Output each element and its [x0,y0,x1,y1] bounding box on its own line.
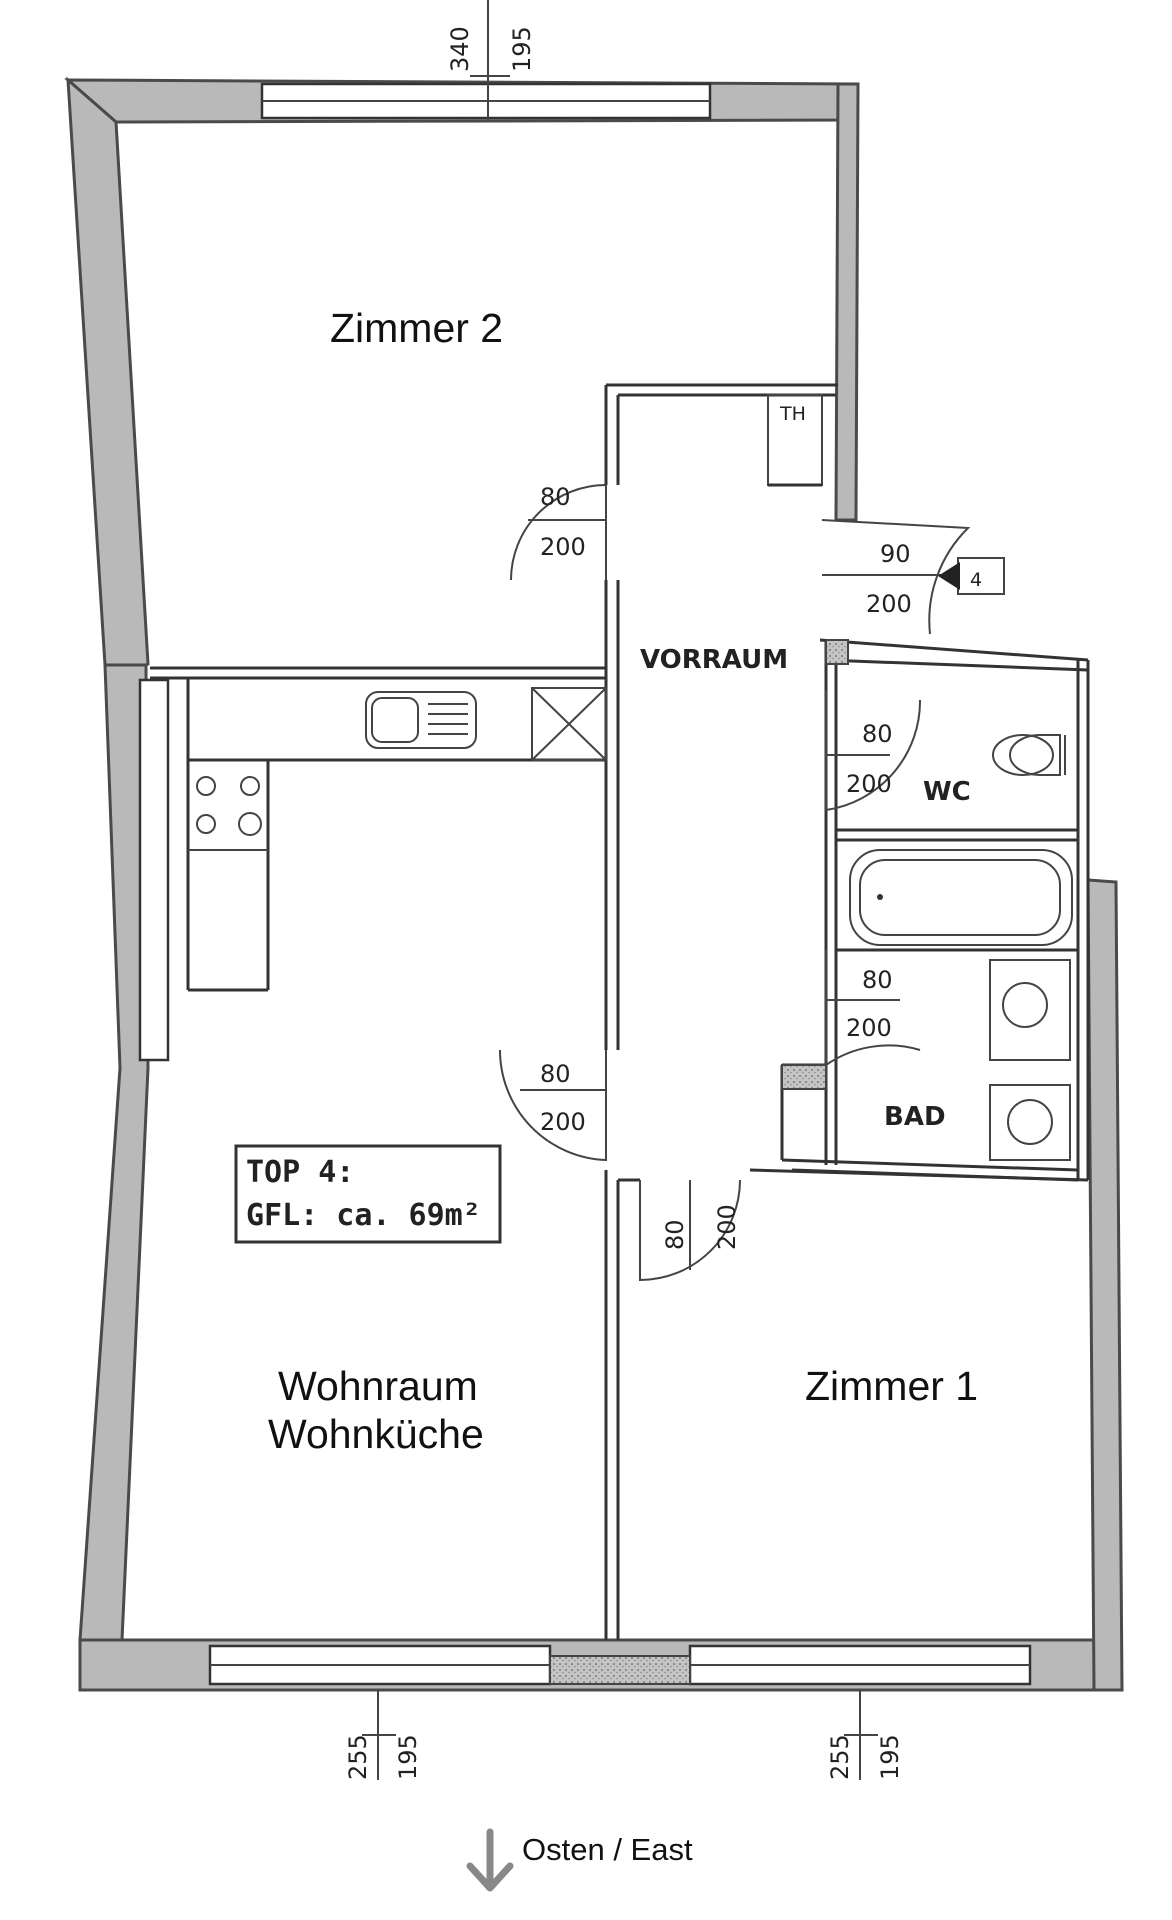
wohnraum-door-width: 80 [540,1060,571,1088]
door-swings [499,484,971,1282]
wc-toilet-icon [992,734,1066,776]
room-label-wc: WC [923,777,971,807]
room-label-wohnraum: Wohnraum [278,1363,478,1409]
zimmer1-door-height: 200 [713,1204,741,1250]
room-label-th: TH [779,403,806,425]
bottom-right-window-dim-b: 195 [876,1734,904,1780]
washing-machine-icon [989,1084,1071,1161]
unit-info-line1: TOP 4: [246,1155,354,1190]
bad-door-height: 200 [846,1014,892,1042]
zimmer2-door-width: 80 [540,483,571,511]
arrow-down-icon [466,1828,514,1892]
compass-label: Osten / East [522,1832,693,1867]
unit-info-line2: GFL: ca. 69m² [246,1198,481,1233]
room-label-wohnkueche: Wohnküche [268,1411,484,1457]
entrance-door-width: 90 [880,540,911,568]
room-label-zimmer1: Zimmer 1 [805,1363,978,1409]
entrance-door-height: 200 [866,590,912,618]
bottom-left-window-dim-b: 195 [394,1734,422,1780]
zimmer1-door-width: 80 [661,1219,689,1250]
top-window-dim-a: 340 [446,26,474,72]
bottom-left-window-dim-a: 255 [344,1734,372,1780]
washbasin-icon [989,959,1071,1061]
wc-door-width: 80 [862,720,893,748]
unit-info-box: TOP 4: GFL: ca. 69m² [234,1144,502,1244]
dimension-ticks [362,0,878,1780]
bottom-right-window-dim-a: 255 [826,1734,854,1780]
bathtub-icon [849,849,1073,946]
room-label-zimmer2: Zimmer 2 [330,305,503,351]
room-label-vorraum: VORRAUM [640,645,788,675]
top-window-dim-b: 195 [508,26,536,72]
unit-tag: 4 [938,557,1005,595]
kitchen-fixtures [186,678,607,992]
wohnraum-door-height: 200 [540,1108,586,1136]
zimmer2-door-height: 200 [540,533,586,561]
room-label-bad: BAD [884,1102,946,1132]
bad-door-width: 80 [862,966,893,994]
unit-tag-number: 4 [970,569,982,591]
window-left [138,678,170,1062]
inner-walls [150,383,1090,1685]
wc-door-height: 200 [846,770,892,798]
outer-walls [63,76,1124,1692]
